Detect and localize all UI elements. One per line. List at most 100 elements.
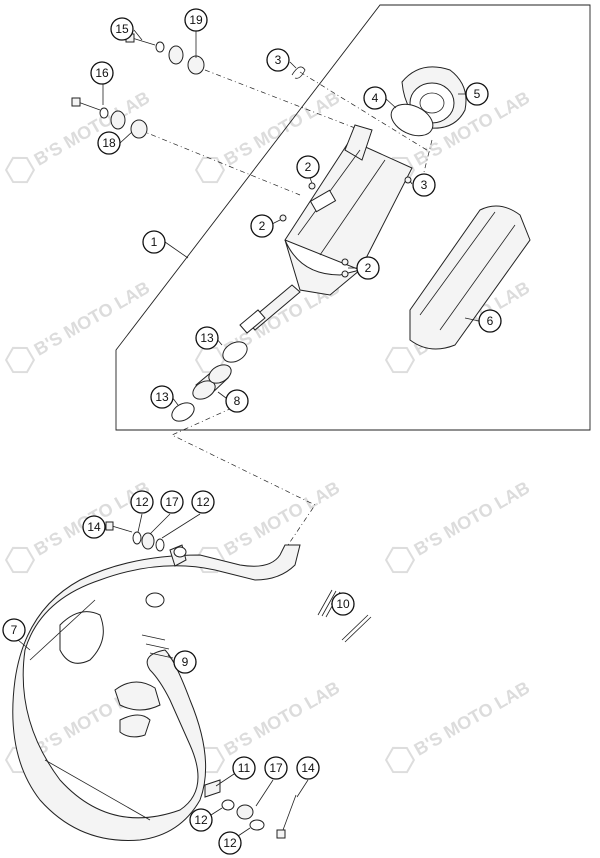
bolt-16 — [71, 97, 101, 111]
svg-text:2: 2 — [305, 160, 312, 174]
rubber-grommet-mid — [110, 110, 126, 130]
callout-3b: 3 — [412, 173, 436, 197]
watermark-12: B'S MOTO LAB — [384, 677, 534, 774]
svg-text:12: 12 — [223, 836, 237, 850]
leader-lines — [17, 29, 480, 837]
screw-2b — [279, 214, 287, 222]
callout-17b: 17 — [264, 756, 288, 780]
washer-12-right — [155, 538, 165, 552]
svg-text:13: 13 — [200, 331, 214, 345]
callout-4: 4 — [363, 86, 387, 110]
rubber-17-bottom — [236, 804, 254, 820]
callout-12d: 12 — [218, 831, 242, 855]
svg-text:8: 8 — [234, 394, 241, 408]
spacer-18 — [130, 119, 148, 139]
callout-2c: 2 — [356, 256, 380, 280]
bolt-14-bottom — [276, 794, 297, 839]
svg-text:18: 18 — [102, 136, 116, 150]
clip-3 — [291, 66, 306, 79]
exhaust-pipe — [12, 544, 301, 841]
svg-text:17: 17 — [165, 495, 179, 509]
screw-2c-2 — [341, 270, 349, 278]
bracket-11 — [204, 779, 221, 798]
callout-17a: 17 — [160, 490, 184, 514]
svg-text:B'S MOTO LAB: B'S MOTO LAB — [221, 87, 344, 169]
callout-12a: 12 — [130, 490, 154, 514]
rubber-sleeve — [192, 364, 232, 400]
svg-text:4: 4 — [372, 91, 379, 105]
spring-9 — [141, 634, 174, 659]
center-lines — [139, 69, 433, 546]
watermark-4: B'S MOTO LAB — [4, 277, 154, 374]
screw-3b — [404, 176, 412, 184]
callout-12c: 12 — [189, 808, 213, 832]
callout-14b: 14 — [296, 756, 320, 780]
svg-text:14: 14 — [87, 520, 101, 534]
svg-text:7: 7 — [11, 623, 18, 637]
callout-15: 15 — [110, 17, 134, 41]
svg-text:15: 15 — [115, 22, 129, 36]
callout-16: 16 — [90, 61, 114, 85]
washer-small-mid — [99, 107, 109, 119]
callout-3a: 3 — [266, 48, 290, 72]
svg-text:2: 2 — [259, 219, 266, 233]
callout-12b: 12 — [191, 490, 215, 514]
svg-text:B'S MOTO LAB: B'S MOTO LAB — [31, 277, 154, 359]
svg-text:10: 10 — [336, 597, 350, 611]
callout-11: 11 — [232, 756, 256, 780]
callout-8: 8 — [225, 389, 249, 413]
svg-text:2: 2 — [365, 261, 372, 275]
rubber-grommet-top — [168, 45, 184, 65]
washer-12-bottom-b — [249, 819, 265, 831]
silencer-assembly-frame — [115, 4, 591, 431]
svg-text:17: 17 — [269, 761, 283, 775]
callout-13a: 13 — [195, 326, 219, 350]
o-ring-13a — [222, 341, 248, 363]
callout-2b: 2 — [250, 214, 274, 238]
inlet-pipe — [239, 309, 266, 334]
svg-text:6: 6 — [487, 314, 494, 328]
svg-text:3: 3 — [275, 53, 282, 67]
seal-ring — [390, 103, 434, 137]
callout-18: 18 — [97, 131, 121, 155]
svg-text:13: 13 — [155, 390, 169, 404]
svg-text:12: 12 — [194, 813, 208, 827]
callout-2a: 2 — [296, 155, 320, 179]
bolt-14-mid — [105, 521, 133, 533]
callout-5: 5 — [465, 82, 489, 106]
callout-10: 10 — [331, 592, 355, 616]
svg-text:B'S MOTO LAB: B'S MOTO LAB — [221, 477, 344, 559]
callout-14a: 14 — [82, 515, 106, 539]
callout-19: 19 — [184, 8, 208, 32]
svg-text:19: 19 — [189, 13, 203, 27]
washer-12-left — [132, 531, 142, 545]
o-ring-13b — [171, 402, 195, 422]
watermark-9: B'S MOTO LAB — [384, 477, 534, 574]
svg-text:B'S MOTO LAB: B'S MOTO LAB — [411, 477, 534, 559]
svg-text:16: 16 — [95, 66, 109, 80]
callout-13b: 13 — [150, 385, 174, 409]
washer-small-top — [155, 41, 165, 53]
svg-text:B'S MOTO LAB: B'S MOTO LAB — [411, 677, 534, 759]
svg-text:B'S MOTO LAB: B'S MOTO LAB — [221, 677, 344, 759]
callout-7: 7 — [2, 618, 26, 642]
washer-12-bottom-a — [221, 799, 235, 811]
svg-text:14: 14 — [301, 761, 315, 775]
svg-text:11: 11 — [238, 761, 251, 775]
screw-2c-1 — [341, 258, 349, 266]
svg-text:12: 12 — [135, 495, 149, 509]
spacer-19 — [187, 55, 205, 75]
watermark-layer: B'S MOTO LAB B'S MOTO LAB B'S MOTO LAB B… — [4, 87, 534, 774]
callout-6: 6 — [478, 309, 502, 333]
silencer-packing — [409, 205, 531, 350]
rubber-17-mid — [141, 532, 155, 550]
svg-text:5: 5 — [474, 87, 481, 101]
callout-9: 9 — [173, 650, 197, 674]
watermark-2: B'S MOTO LAB — [194, 87, 344, 184]
screw-2a — [308, 182, 316, 190]
svg-text:9: 9 — [182, 655, 189, 669]
callout-1: 1 — [142, 230, 166, 254]
svg-text:12: 12 — [196, 495, 210, 509]
svg-text:1: 1 — [151, 235, 158, 249]
